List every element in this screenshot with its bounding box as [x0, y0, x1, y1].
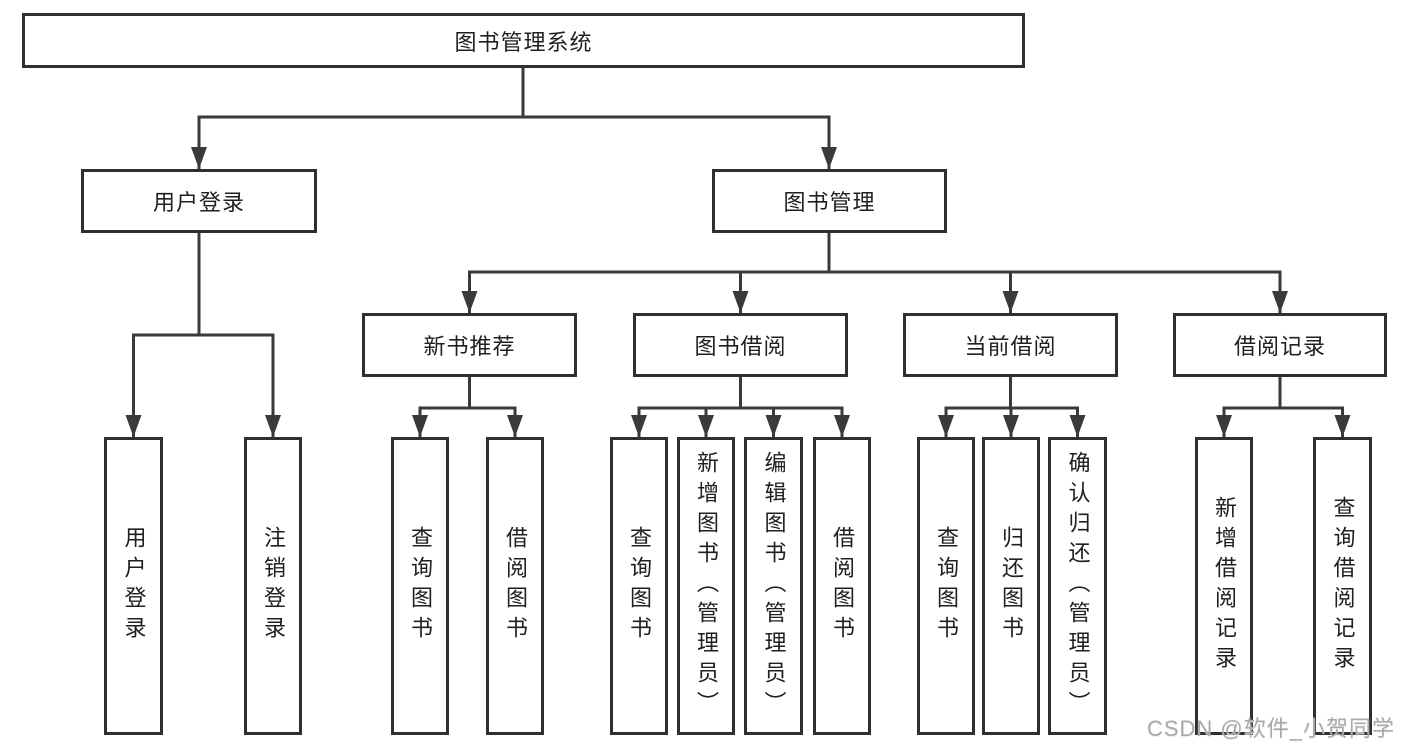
leaf-query-borrow-record: 查询借阅记录 — [1313, 437, 1372, 735]
node-book-management: 图书管理 — [712, 169, 947, 233]
node-library-management-system-label: 图书管理系统 — [454, 29, 593, 55]
leaf-borrow-books-recommend: 借阅图书 — [486, 437, 544, 735]
leaf-borrow-books-borrowing-label: 借阅图书 — [830, 526, 855, 646]
node-current-borrowing: 当前借阅 — [903, 313, 1118, 377]
leaf-query-books-borrowing: 查询图书 — [610, 437, 668, 735]
node-user-login: 用户登录 — [81, 169, 317, 233]
leaf-return-books: 归还图书 — [982, 437, 1040, 735]
leaf-return-books-label: 归还图书 — [999, 526, 1024, 646]
leaf-edit-books-admin: 编辑图书（管理员） — [744, 437, 803, 735]
node-book-borrowing-label: 图书借阅 — [694, 334, 787, 359]
watermark-csdn: CSDN @软件_小贺同学 — [1146, 716, 1395, 741]
leaf-logout-label: 注销登录 — [261, 526, 286, 646]
leaf-borrow-books-borrowing: 借阅图书 — [813, 437, 871, 735]
node-new-book-recommendation-label: 新书推荐 — [423, 334, 516, 359]
leaf-query-books-recommend: 查询图书 — [391, 437, 449, 735]
node-current-borrowing-label: 当前借阅 — [964, 334, 1057, 359]
leaf-confirm-return-admin-label: 确认归还（管理员） — [1065, 451, 1091, 721]
node-book-borrowing: 图书借阅 — [633, 313, 848, 377]
node-book-management-label: 图书管理 — [783, 190, 876, 215]
node-user-login-label: 用户登录 — [152, 190, 245, 215]
leaf-confirm-return-admin: 确认归还（管理员） — [1048, 437, 1107, 735]
leaf-query-borrow-record-label: 查询借阅记录 — [1330, 496, 1356, 676]
leaf-add-borrow-record: 新增借阅记录 — [1195, 437, 1253, 735]
leaf-query-books-current: 查询图书 — [917, 437, 975, 735]
leaf-query-books-current-label: 查询图书 — [934, 526, 959, 646]
leaf-add-books-admin: 新增图书（管理员） — [677, 437, 735, 735]
node-borrowing-records-label: 借阅记录 — [1233, 334, 1326, 359]
leaf-user-login: 用户登录 — [104, 437, 163, 735]
leaf-query-books-borrowing-label: 查询图书 — [627, 526, 652, 646]
leaf-add-borrow-record-label: 新增借阅记录 — [1212, 496, 1237, 676]
leaf-query-books-recommend-label: 查询图书 — [408, 526, 433, 646]
node-borrowing-records: 借阅记录 — [1173, 313, 1387, 377]
leaf-edit-books-admin-label: 编辑图书（管理员） — [761, 451, 787, 721]
leaf-user-login-label: 用户登录 — [121, 526, 147, 646]
leaf-borrow-books-recommend-label: 借阅图书 — [503, 526, 528, 646]
node-new-book-recommendation: 新书推荐 — [362, 313, 577, 377]
node-library-management-system: 图书管理系统 — [22, 13, 1025, 68]
leaf-logout: 注销登录 — [244, 437, 302, 735]
leaf-add-books-admin-label: 新增图书（管理员） — [694, 451, 719, 721]
